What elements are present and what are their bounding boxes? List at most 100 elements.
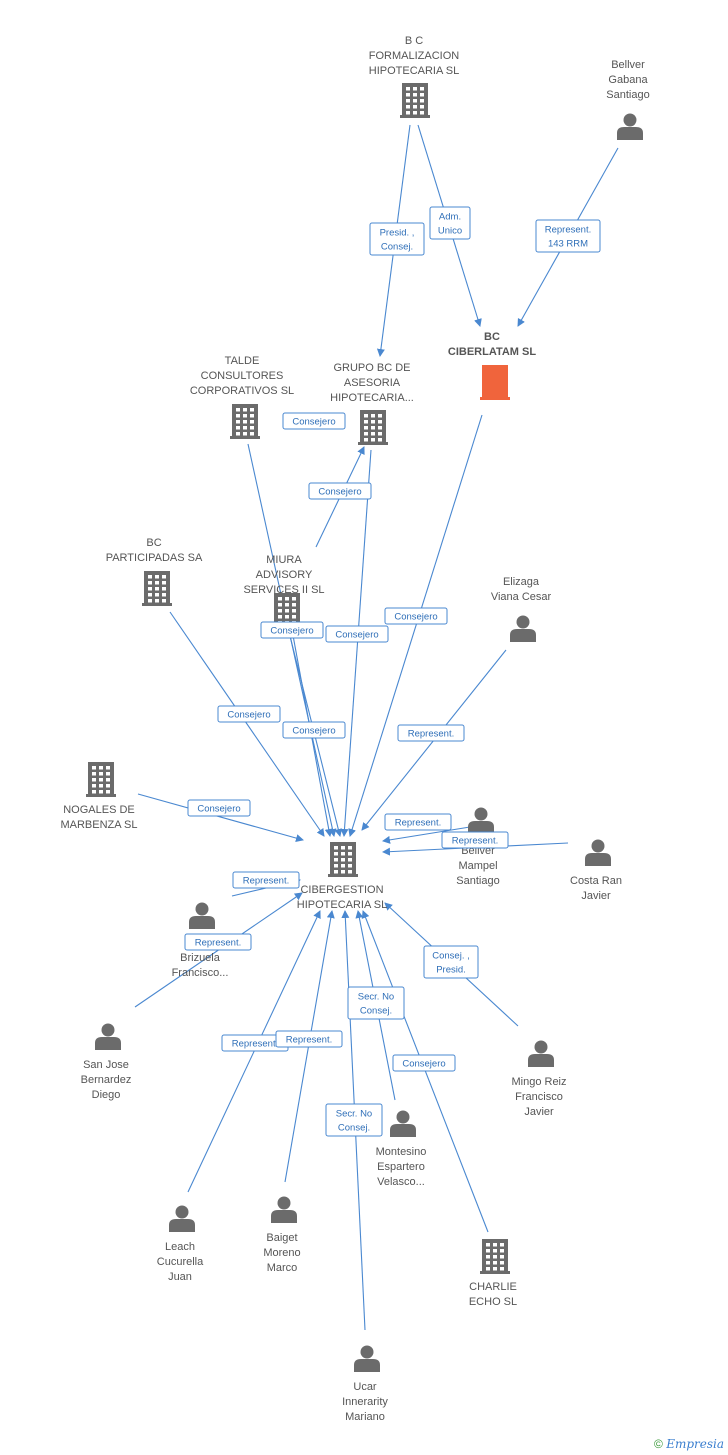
edge-label-box[interactable]: Adm. Unico: [429, 206, 471, 240]
node-label-line: Elizaga: [503, 576, 540, 588]
edge-label-text: Unico: [438, 226, 462, 237]
person-icon[interactable]: [468, 807, 494, 835]
edge-label-box[interactable]: Represent.: [232, 871, 300, 889]
edge-label-box[interactable]: Presid. ,Consej.: [369, 222, 425, 256]
edge-bellver_m-to-cibergestion: [382, 826, 471, 844]
edge-label-box[interactable]: Represent.143 RRM: [535, 219, 601, 253]
edge-label-text: Presid. ,: [380, 228, 415, 239]
company-icon[interactable]: [230, 404, 260, 439]
edge-label-box[interactable]: Consejero: [392, 1054, 456, 1072]
person-icon[interactable]: [510, 615, 536, 643]
edge-label-box[interactable]: Consejero: [282, 412, 346, 430]
node-label-line: Ucar: [353, 1381, 377, 1393]
person-icon[interactable]: [390, 1110, 416, 1138]
company-icon[interactable]: [328, 842, 358, 877]
person-icon[interactable]: [617, 113, 643, 141]
edge-label-box[interactable]: Consejero: [282, 721, 346, 739]
edge-label-text: Consejero: [227, 710, 270, 721]
node-label-line: Javier: [581, 890, 611, 902]
node-label-line: Diego: [92, 1089, 121, 1101]
node-label-line: Innerarity: [342, 1396, 388, 1408]
person-icon[interactable]: [528, 1040, 554, 1068]
edge-label-text: Consej. ,: [432, 951, 470, 962]
edge-label-box[interactable]: Represent.: [275, 1030, 343, 1048]
person-icon[interactable]: [169, 1205, 195, 1233]
company-icon[interactable]: [400, 83, 430, 118]
edge-label-box[interactable]: Consejero: [308, 482, 372, 500]
edge-label-text: Consejero: [402, 1059, 445, 1070]
node-label-line: Viana Cesar: [491, 591, 552, 603]
node-label-line: Juan: [168, 1271, 192, 1283]
edge-label-box[interactable]: Consejero: [325, 625, 389, 643]
person-icon[interactable]: [189, 902, 215, 930]
person-icon[interactable]: [354, 1345, 380, 1373]
edge-label-text: Consejero: [335, 630, 378, 641]
node-label-line: Costa Ran: [570, 875, 622, 887]
node-label-line: CIBERGESTION: [300, 884, 383, 896]
edge-label-box[interactable]: Represent.: [384, 813, 452, 831]
node-label-line: Santiago: [606, 89, 649, 101]
person-icon[interactable]: [95, 1023, 121, 1051]
node-label-line: Mariano: [345, 1411, 385, 1423]
edge-label-text: Represent.: [452, 836, 498, 847]
node-label-line: Leach: [165, 1241, 195, 1253]
company-icon[interactable]: [358, 410, 388, 445]
edge-label-text: Secr. No: [336, 1109, 372, 1120]
edge-label-box[interactable]: Represent.: [221, 1034, 289, 1052]
edge-label-box[interactable]: Consejero: [384, 607, 448, 625]
node-label-line: San Jose: [83, 1059, 129, 1071]
node-label-line: Brizuela: [180, 952, 221, 964]
node-label-line: HIPOTECARIA...: [330, 392, 414, 404]
edge-label-box[interactable]: Consej. ,Presid.: [423, 945, 479, 979]
person-icon[interactable]: [585, 839, 611, 867]
edge-label-box[interactable]: Represent.: [184, 933, 252, 951]
node-label-line: GRUPO BC DE: [333, 362, 410, 374]
node-label-line: Montesino: [376, 1146, 427, 1158]
node-label-line: FORMALIZACION: [369, 50, 460, 62]
node-label-line: MARBENZA SL: [60, 819, 137, 831]
node-grupobc[interactable]: GRUPO BC DE ASESORIA HIPOTECARIA...: [330, 362, 414, 445]
node-brizuela[interactable]: C...BrizuelaFrancisco...: [172, 902, 229, 980]
company-icon[interactable]: [86, 762, 116, 797]
footer-brand[interactable]: © Empresia: [654, 1437, 724, 1451]
edge-label-box[interactable]: Consejero: [217, 705, 281, 723]
company-icon[interactable]: [480, 1239, 510, 1274]
edge-label-text: Represent.: [395, 818, 441, 829]
edge-label-box[interactable]: Consejero: [260, 621, 324, 639]
edge-label-text: Adm.: [439, 212, 461, 223]
edge-label-box[interactable]: Consejero: [187, 799, 251, 817]
edge-label-box[interactable]: Represent.: [397, 724, 465, 742]
node-label-line: Javier: [524, 1106, 554, 1118]
focus-company-icon[interactable]: [480, 365, 510, 400]
person-icon[interactable]: [271, 1196, 297, 1224]
node-label-line: ASESORIA: [344, 377, 401, 389]
edge-label-box[interactable]: Represent.: [441, 831, 509, 849]
company-icon[interactable]: [142, 571, 172, 606]
node-label-line: HIPOTECARIA SL: [369, 65, 459, 77]
